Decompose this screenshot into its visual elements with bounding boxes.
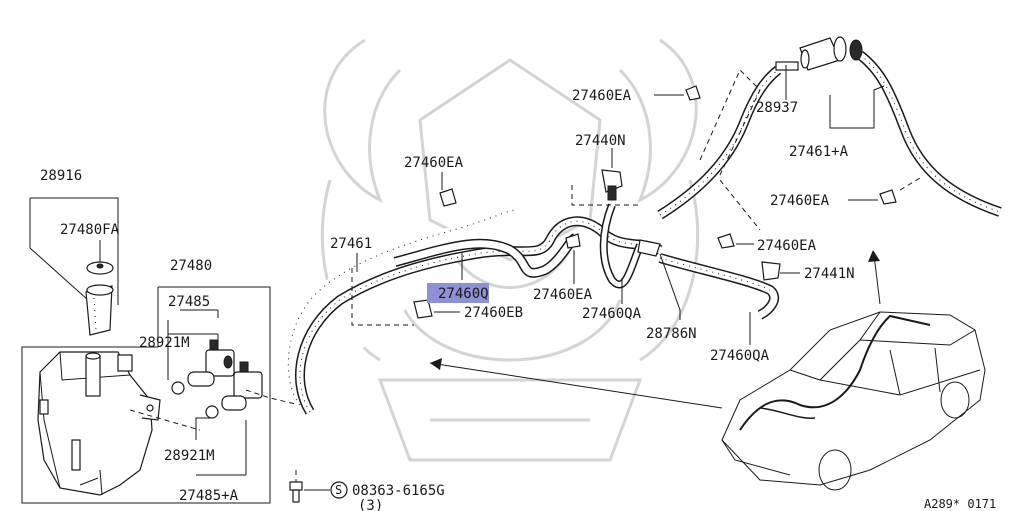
label-27460EA-right: 27460EA	[770, 193, 830, 209]
part-labels: 28916 27480FA 27480 27485 28921M 28921M …	[40, 88, 996, 511]
label-27460QA-center: 27460QA	[582, 306, 642, 322]
label-27460EA-mid: 27460EA	[404, 155, 464, 171]
label-screw-code: 08363-6165G	[352, 483, 445, 499]
label-27460EA-lower: 27460EA	[757, 238, 817, 254]
label-27460QA-right: 27460QA	[710, 348, 770, 364]
label-27460EA-top: 27460EA	[572, 88, 632, 104]
label-27460EB: 27460EB	[464, 305, 523, 321]
label-28937: 28937	[756, 100, 798, 116]
car-illustration	[721, 311, 986, 491]
label-27461: 27461	[330, 236, 372, 252]
label-27480FA: 27480FA	[60, 222, 120, 238]
figure-reference: A289* 0171	[924, 497, 996, 511]
screw-symbol: S	[335, 483, 342, 497]
label-28786N: 28786N	[646, 326, 697, 342]
label-27460Q: 27460Q	[438, 286, 489, 302]
label-28916: 28916	[40, 168, 82, 184]
label-27485A: 27485+A	[179, 488, 239, 504]
screw-fastener	[289, 470, 348, 503]
reservoir-assembly	[21, 286, 271, 504]
label-screw-qty: (3)	[358, 498, 383, 511]
label-28921M-bottom: 28921M	[164, 448, 215, 464]
label-27441N: 27441N	[804, 266, 855, 282]
label-27485: 27485	[168, 294, 210, 310]
clips-and-nozzles	[413, 85, 897, 319]
label-27440N: 27440N	[575, 133, 626, 149]
leader-lines	[351, 65, 921, 409]
label-27461A: 27461+A	[789, 144, 849, 160]
washer-pumps	[129, 309, 301, 476]
washer-hoses	[284, 36, 1002, 415]
label-27480: 27480	[170, 258, 212, 274]
label-27460EA-center: 27460EA	[533, 287, 593, 303]
label-28921M-top: 28921M	[139, 335, 190, 351]
filler-cap-assembly	[29, 197, 119, 336]
highlight-27460Q	[427, 283, 489, 303]
